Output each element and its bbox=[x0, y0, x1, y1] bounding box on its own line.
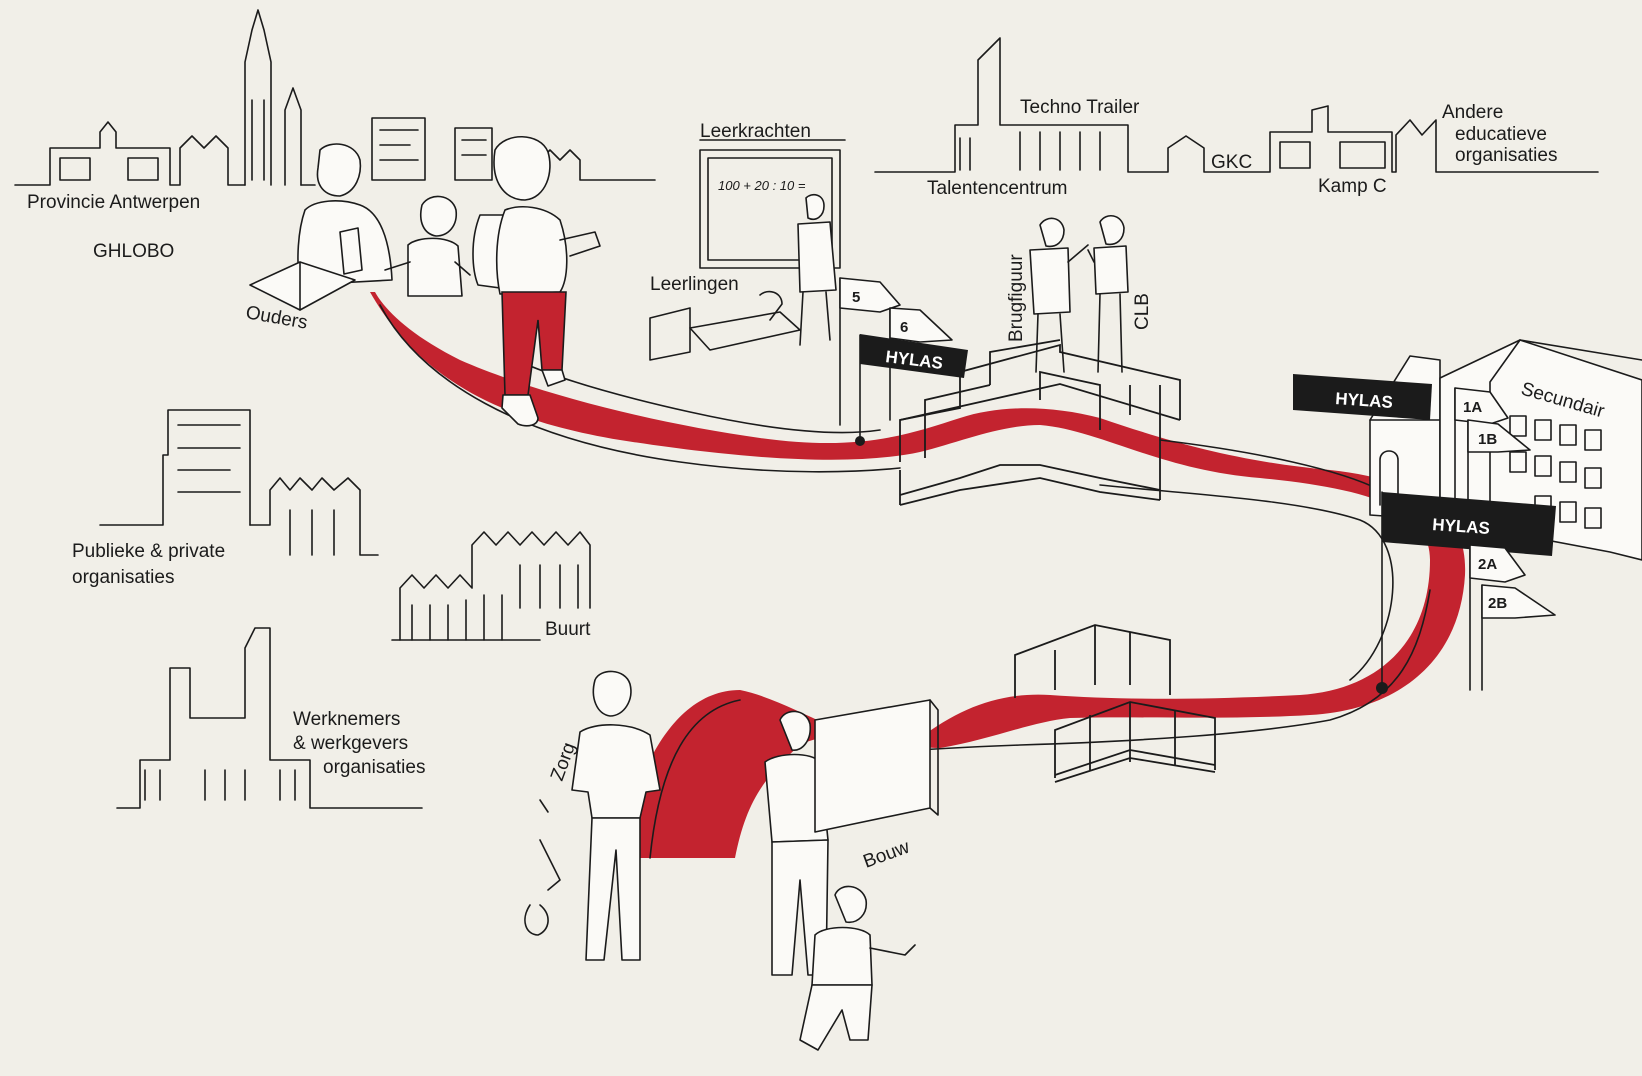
label-andere-3: organisaties bbox=[1455, 145, 1557, 166]
kneeling-worker-figure bbox=[799, 885, 916, 1051]
parent-figure bbox=[249, 143, 393, 311]
flag-1b-label: 1B bbox=[1478, 431, 1497, 448]
label-andere-2: educatieve bbox=[1455, 124, 1547, 145]
flag-2b: 2B bbox=[1481, 584, 1556, 691]
flag-2a: 2A bbox=[1469, 544, 1526, 691]
building-werknemers bbox=[116, 627, 423, 809]
red-learning-path bbox=[370, 292, 1466, 858]
skyline-techno bbox=[874, 37, 1599, 173]
flag-2a-label: 2A bbox=[1478, 556, 1497, 573]
clb-figure bbox=[1087, 215, 1129, 373]
label-gkc: GKC bbox=[1211, 152, 1252, 173]
label-techno-trailer: Techno Trailer bbox=[1020, 97, 1140, 118]
walking-path-line-2 bbox=[1159, 439, 1381, 491]
label-werknemers-3: organisaties bbox=[323, 757, 425, 778]
child-figure bbox=[384, 195, 471, 297]
inner-track-line-3 bbox=[649, 699, 741, 859]
flag-5: 5 bbox=[839, 277, 901, 426]
flag-1a-label: 1A bbox=[1463, 399, 1482, 416]
label-publieke-2: organisaties bbox=[72, 567, 174, 588]
label-leerkrachten: Leerkrachten bbox=[700, 121, 811, 142]
inner-track-line bbox=[379, 304, 901, 473]
flag-hylas-secondary-label: HYLAS bbox=[1432, 515, 1491, 538]
label-werknemers-2: & werkgevers bbox=[293, 733, 408, 754]
label-publieke-1: Publieke & private bbox=[72, 541, 225, 562]
label-buurt: Buurt bbox=[545, 619, 591, 640]
label-talentencentrum: Talentencentrum bbox=[927, 178, 1067, 199]
label-ghlobo: GHLOBO bbox=[93, 241, 174, 262]
label-bouw: Bouw bbox=[861, 837, 913, 873]
bridge-lower bbox=[1014, 624, 1216, 783]
blackboard-math: 100 + 20 : 10 = bbox=[718, 178, 806, 193]
label-brugfiguur: Brugfiguur bbox=[1006, 254, 1027, 342]
building-buurt bbox=[391, 531, 591, 641]
flag-hylas-school: HYLAS bbox=[1293, 374, 1432, 420]
label-clb: CLB bbox=[1132, 293, 1153, 330]
building-publieke bbox=[99, 409, 379, 556]
flag-hylas-school-label: HYLAS bbox=[1335, 389, 1394, 412]
flag-1a: 1A bbox=[1454, 387, 1509, 531]
flag-5-label: 5 bbox=[852, 289, 860, 306]
label-kamp-c: Kamp C bbox=[1318, 176, 1387, 197]
classroom-scene: 100 + 20 : 10 = bbox=[649, 139, 846, 361]
label-leerlingen: Leerlingen bbox=[650, 274, 739, 295]
flag-1b: 1B bbox=[1467, 419, 1531, 541]
skyline-provincie bbox=[14, 9, 316, 186]
label-provincie: Provincie Antwerpen bbox=[27, 192, 200, 213]
flag-6-label: 6 bbox=[900, 319, 908, 336]
label-werknemers-1: Werknemers bbox=[293, 709, 400, 730]
zorg-figure bbox=[524, 670, 661, 961]
flag-2b-label: 2B bbox=[1488, 595, 1507, 612]
walking-path-line-3 bbox=[889, 589, 1431, 753]
student-figure bbox=[472, 136, 601, 427]
label-andere-1: Andere bbox=[1442, 102, 1503, 123]
bridge-upper bbox=[899, 339, 1181, 506]
brugfiguur-figure bbox=[1029, 217, 1089, 373]
flag-hylas-secondary: HYLAS bbox=[1376, 491, 1556, 694]
flag-hylas-primary: HYLAS bbox=[855, 334, 968, 446]
inner-track-line-2 bbox=[1099, 484, 1394, 681]
